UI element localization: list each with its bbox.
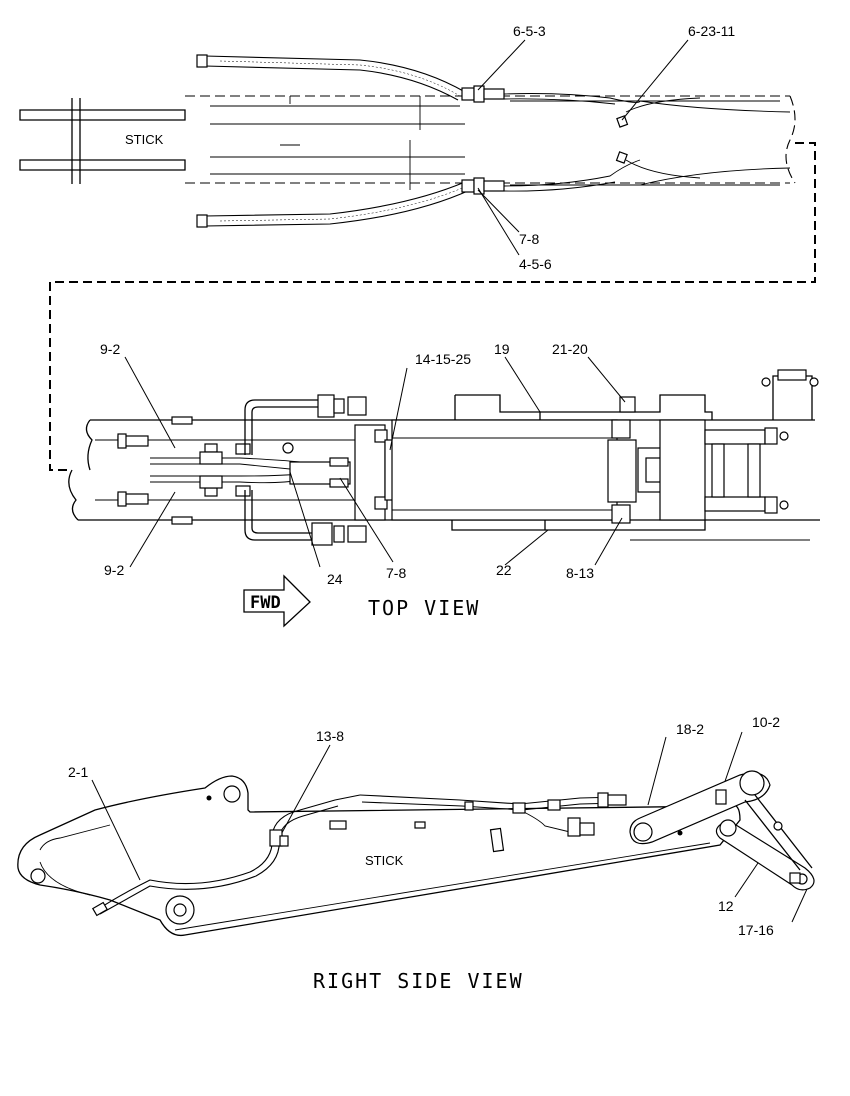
callout-12: 12 [718, 898, 734, 914]
callout-21-20: 21-20 [552, 341, 588, 357]
callout-4-5-6: 4-5-6 [519, 256, 552, 272]
callout-18-2: 18-2 [676, 721, 704, 737]
stick-label-top: STICK [125, 132, 164, 147]
callout-7-8-mid: 7-8 [386, 565, 406, 581]
callout-17-16: 17-16 [738, 922, 774, 938]
right-side-view-caption: RIGHT SIDE VIEW [313, 969, 524, 993]
top-view-caption: TOP VIEW [368, 596, 480, 620]
callout-9-2-top: 9-2 [100, 341, 120, 357]
callout-10-2: 10-2 [752, 714, 780, 730]
callout-9-2-bottom: 9-2 [104, 562, 124, 578]
callout-6-5-3: 6-5-3 [513, 23, 546, 39]
fwd-label: FWD [250, 593, 281, 613]
right-side-view: STICK [17, 770, 815, 937]
callout-6-23-11: 6-23-11 [688, 23, 735, 39]
stick-detail-view: STICK [19, 54, 796, 228]
callout-13-8: 13-8 [316, 728, 344, 744]
callout-14-15-25: 14-15-25 [415, 351, 471, 367]
fwd-arrow: FWD [243, 574, 311, 628]
callout-22: 22 [496, 562, 512, 578]
callout-8-13: 8-13 [566, 565, 594, 581]
view-link-line [49, 142, 816, 471]
stick-label-side: STICK [365, 853, 404, 868]
callouts: 6-5-3 6-23-11 7-8 4-5-6 9-2 14-15-25 19 … [68, 23, 780, 938]
leader-lines [91, 39, 813, 923]
callout-24: 24 [327, 571, 343, 587]
top-view [68, 369, 820, 546]
callout-2-1: 2-1 [68, 764, 88, 780]
callout-19: 19 [494, 341, 510, 357]
callout-7-8-top: 7-8 [519, 231, 539, 247]
